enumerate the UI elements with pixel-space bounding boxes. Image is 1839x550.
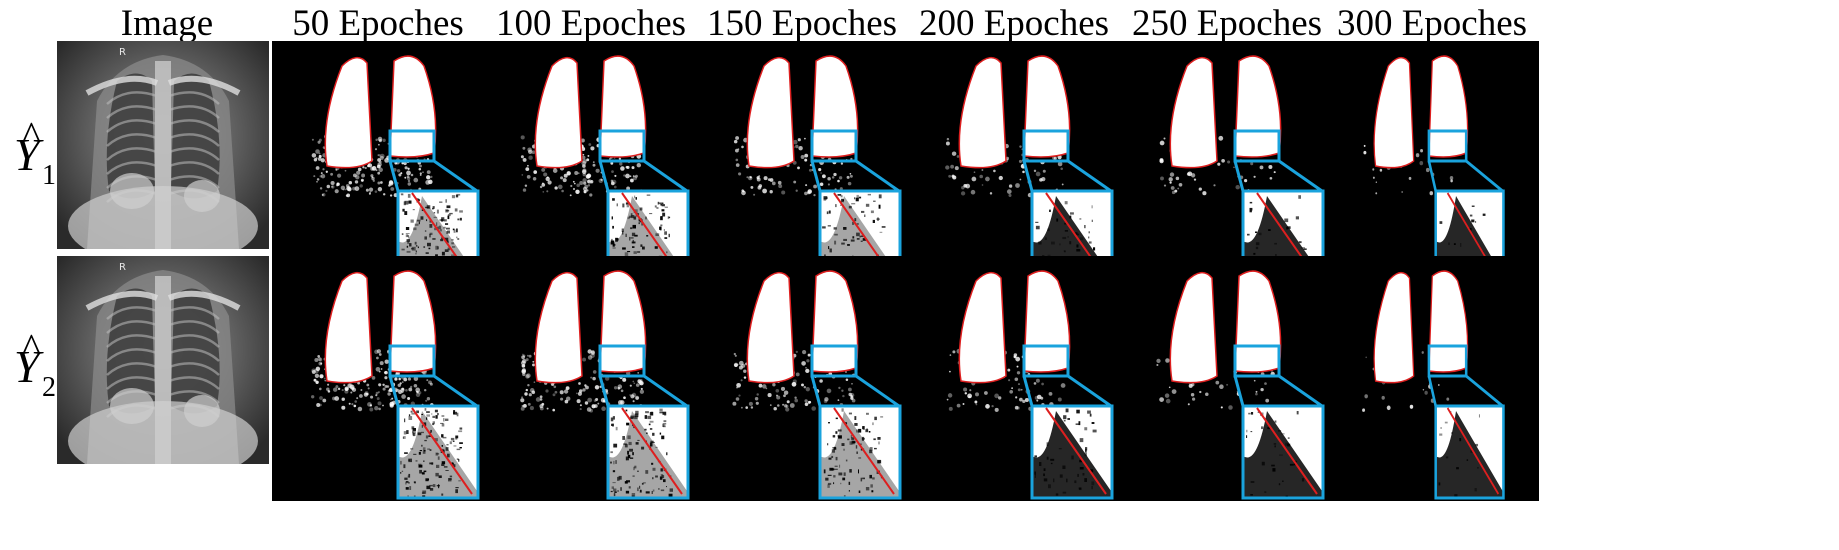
row-subscript: 1 [42, 160, 56, 191]
xray-image-row1: R [57, 41, 269, 249]
mask-panel-row2-100 [482, 256, 730, 501]
row-label-y1: ^ Y 1 [6, 113, 60, 198]
column-header-200-epoches: 200 Epoches [918, 3, 1110, 44]
column-header-50-epoches: 50 Epoches [292, 3, 464, 44]
mask-panel-row1-100 [482, 41, 730, 286]
column-header-150-epoches: 150 Epoches [706, 3, 898, 44]
row-symbol: Y [14, 129, 40, 180]
mask-panel-row1-50 [272, 41, 520, 286]
row-symbol: Y [14, 341, 40, 392]
hat-accent: ^ [22, 325, 41, 370]
xray-marker: R [119, 47, 126, 58]
mask-panel-row2-200 [906, 256, 1154, 501]
mask-panel-row2-300 [1329, 256, 1539, 501]
xray-image-row2: R [57, 256, 269, 464]
mask-panel-row1-250 [1117, 41, 1365, 286]
column-header-100-epoches: 100 Epoches [495, 3, 687, 44]
column-header-300-epoches: 300 Epoches [1336, 3, 1528, 44]
row-subscript: 2 [42, 372, 56, 403]
column-header-250-epoches: 250 Epoches [1131, 3, 1323, 44]
column-header-image: Image [120, 3, 214, 44]
hat-accent: ^ [22, 113, 41, 158]
mask-panel-row1-150 [694, 41, 942, 286]
mask-panel-row2-250 [1117, 256, 1365, 501]
mask-panel-row1-300 [1329, 41, 1539, 286]
mask-panel-row2-150 [694, 256, 942, 501]
mask-panel-row2-50 [272, 256, 520, 501]
xray-marker: R [119, 262, 126, 273]
row-label-y2: ^ Y 2 [6, 325, 60, 410]
